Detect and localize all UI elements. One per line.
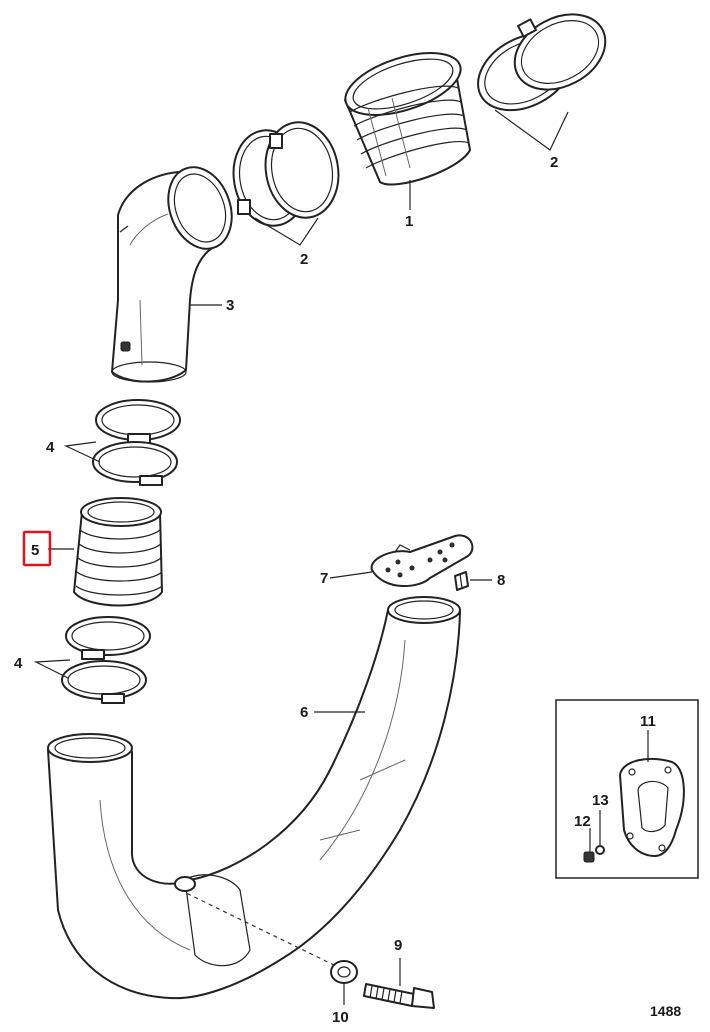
- part-4-clamp-upper-a[interactable]: [95, 399, 181, 444]
- part-4-clamp-lower-a[interactable]: [65, 616, 151, 660]
- part-2-clamp-upper-right-b[interactable]: [502, 0, 619, 105]
- part-1-bellows[interactable]: [338, 41, 471, 186]
- callout-6[interactable]: 6: [300, 704, 308, 721]
- leader-lines: [33, 109, 649, 1005]
- callout-4-upper[interactable]: 4: [46, 439, 55, 456]
- callout-10[interactable]: 10: [332, 1009, 349, 1026]
- callout-5-highlight-box: [22, 530, 52, 567]
- callout-13[interactable]: 13: [592, 792, 609, 809]
- callout-7[interactable]: 7: [320, 570, 328, 587]
- callout-2-upper-right[interactable]: 2: [550, 154, 558, 171]
- part-12-screw[interactable]: [583, 851, 595, 863]
- part-9-bolt[interactable]: [363, 983, 435, 1009]
- part-13-washer-small[interactable]: [595, 845, 605, 855]
- part-2-clamp-middle-b[interactable]: [258, 116, 346, 223]
- part-4-clamp-upper-b[interactable]: [92, 441, 178, 486]
- callout-labels: 1 2 2 3 4 4 5 6 7 8 9 10 11 12 13 1488: [14, 154, 681, 1026]
- part-6-exhaust-pipe[interactable]: [47, 596, 461, 1000]
- figure-number: 1488: [650, 1003, 681, 1019]
- part-8-clip[interactable]: [454, 571, 469, 591]
- callout-2-middle[interactable]: 2: [300, 251, 308, 268]
- callout-1[interactable]: 1: [405, 213, 413, 230]
- part-5-coupler[interactable]: [73, 497, 163, 607]
- callout-9[interactable]: 9: [394, 937, 402, 954]
- part-7-gasket[interactable]: [370, 534, 474, 588]
- callout-3[interactable]: 3: [226, 297, 234, 314]
- callout-12[interactable]: 12: [574, 813, 591, 830]
- detail-inset-box: [555, 699, 699, 879]
- callout-8[interactable]: 8: [497, 572, 505, 589]
- part-3-elbow-pipe[interactable]: [111, 158, 243, 383]
- callout-4-lower[interactable]: 4: [14, 655, 23, 672]
- callout-11[interactable]: 11: [640, 713, 656, 730]
- part-11-mounting-plate[interactable]: [619, 757, 685, 857]
- part-10-washer[interactable]: [330, 960, 358, 984]
- part-4-clamp-lower-b[interactable]: [61, 660, 147, 704]
- callout-5[interactable]: 5: [31, 542, 39, 559]
